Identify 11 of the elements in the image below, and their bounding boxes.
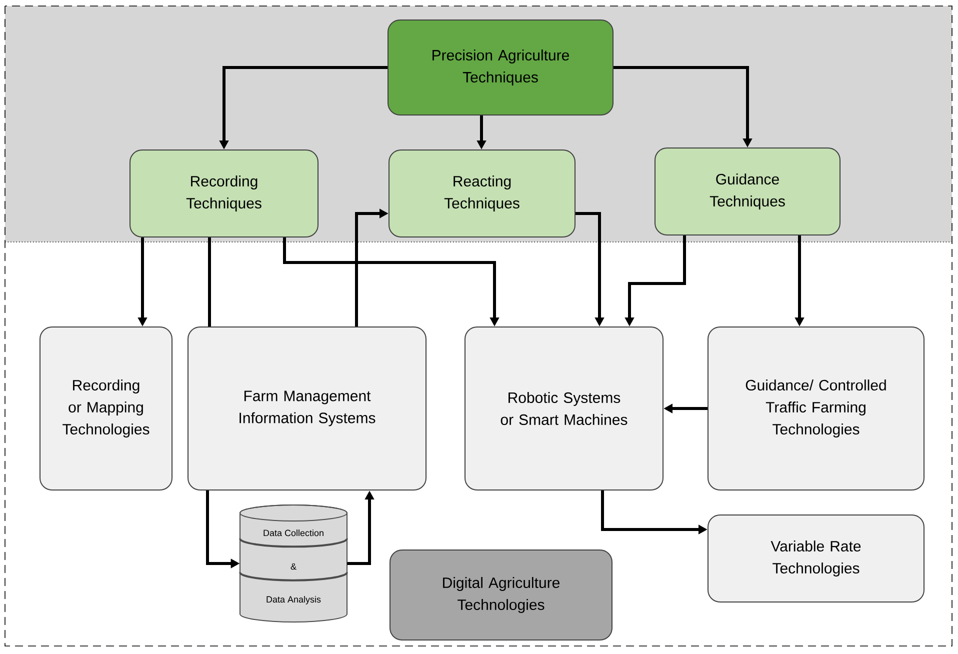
process-box: Guidance Techniques [654,148,840,236]
process-box: Precision Agriculture Techniques [388,20,614,116]
process-box: Farm Management Information Systems [188,326,426,490]
process-box: Recording Techniques [130,150,318,238]
process-box: Recording or Mapping Technologies [40,326,172,490]
process-box: Digital Agriculture Technologies [390,550,612,640]
process-box: Robotic Systems or Smart Machines [464,326,664,490]
process-box: Reacting Techniques [388,150,576,238]
process-box: Guidance/ Controlled Traffic Farming Technologies [708,326,924,490]
process-box: Variable Rate Technologies [708,514,924,602]
database-cylinder: Data Collection & Data Analysis [239,504,348,622]
